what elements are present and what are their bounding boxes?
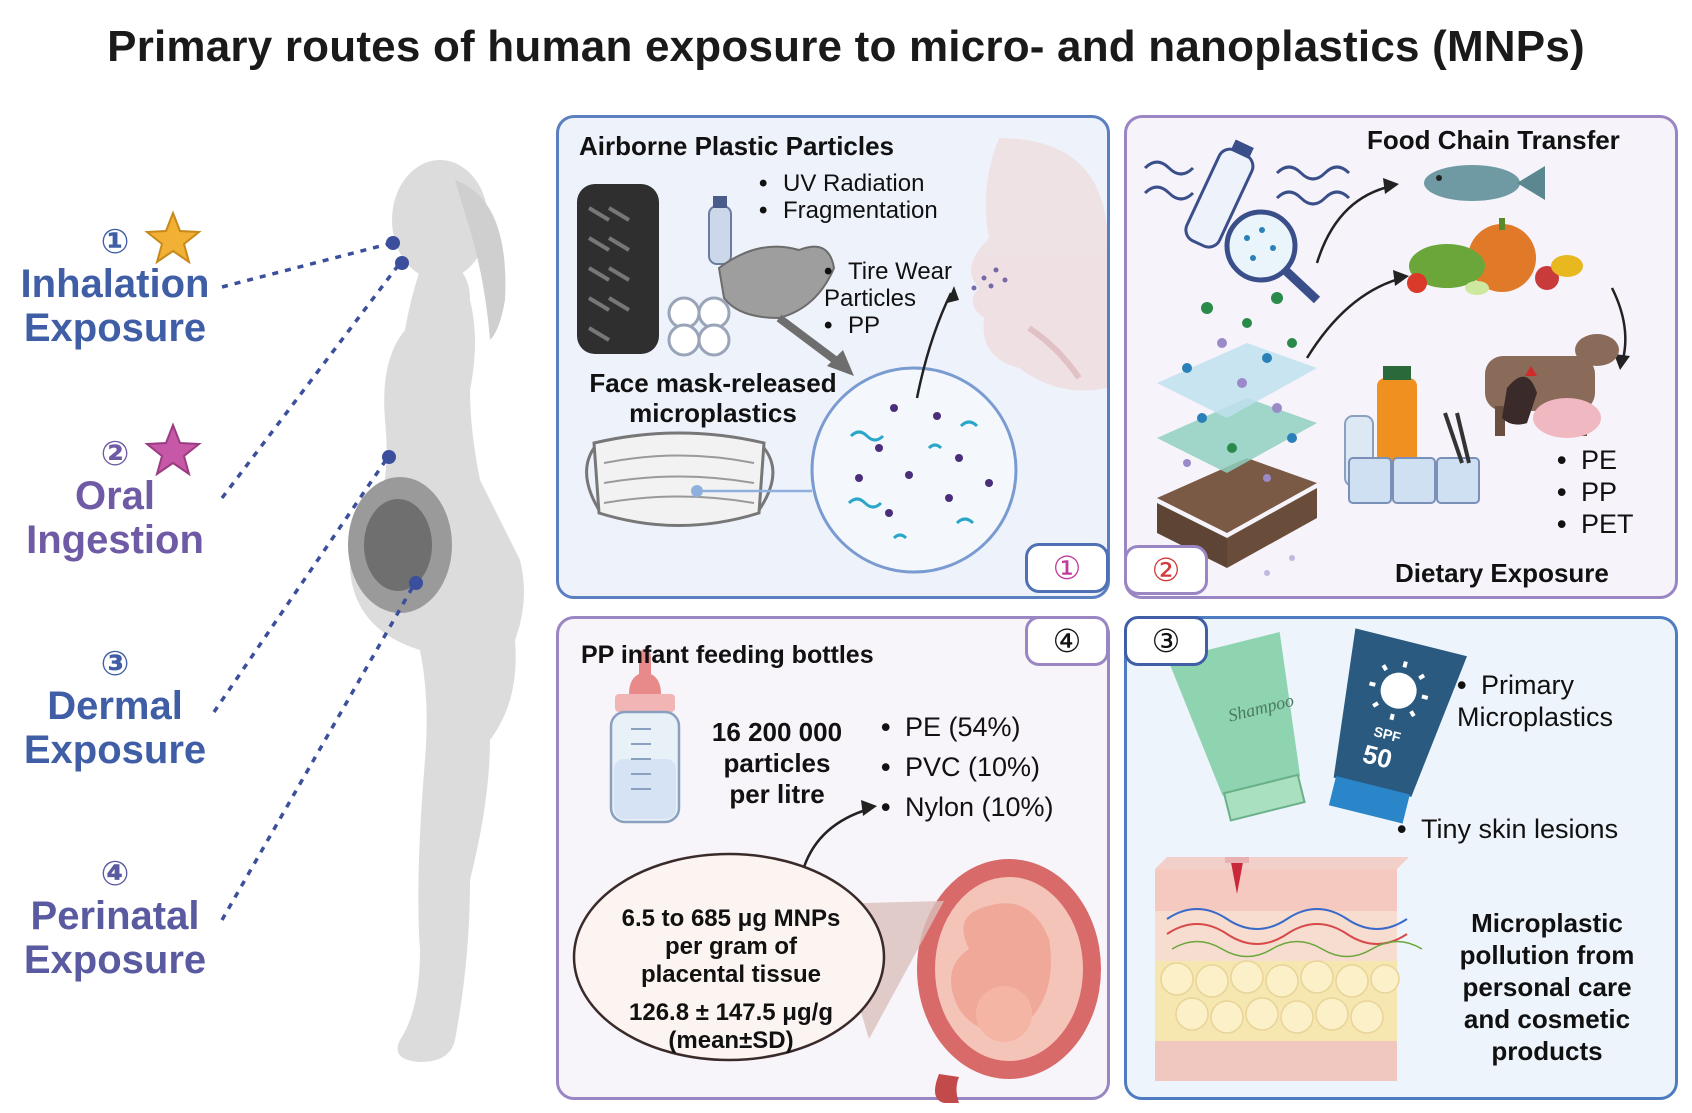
panel-dermal: Shampoo SPF 50 bbox=[1124, 616, 1678, 1100]
airborne-bullets-top: UV Radiation Fragmentation bbox=[759, 170, 938, 224]
baby-bottle-icon bbox=[609, 649, 681, 824]
arrow-icon bbox=[776, 314, 842, 367]
dermal-bullet-lesions: Tiny skin lesions bbox=[1397, 809, 1618, 849]
route-label: Inhalation bbox=[20, 262, 210, 306]
fish-icon bbox=[1424, 165, 1545, 201]
route-label: Dermal bbox=[47, 684, 183, 728]
uterus-fetus-icon bbox=[917, 859, 1101, 1103]
placenta-line: 126.8 ± 147.5 μg/g bbox=[629, 999, 833, 1026]
panel-tag-3: ③ bbox=[1124, 616, 1208, 666]
dietary-exposure-label: Dietary Exposure bbox=[1395, 558, 1609, 588]
mask-label: Face mask-released microplastics bbox=[589, 368, 837, 428]
perinatal-bullets: PE (54%) PVC (10%) Nylon (10%) bbox=[881, 707, 1054, 827]
spf-label: SPF bbox=[1372, 723, 1403, 745]
route-label: Exposure bbox=[23, 306, 207, 350]
bullet-item: UV Radiation bbox=[759, 170, 938, 197]
caption-line: and cosmetic bbox=[1463, 1004, 1631, 1034]
route-oral: ② Oral Ingestion bbox=[10, 434, 220, 562]
magnified-particles-circle bbox=[810, 366, 1018, 574]
placenta-line: per gram of bbox=[664, 933, 798, 960]
particle-dots bbox=[1182, 292, 1297, 576]
packaged-food-icon bbox=[1344, 366, 1480, 504]
caption-line: products bbox=[1491, 1036, 1603, 1066]
count-unit: per litre bbox=[729, 779, 825, 809]
panel-airborne: Airborne Plastic Particles UV Radiation … bbox=[556, 115, 1110, 599]
route-label: Exposure bbox=[23, 938, 207, 982]
route-label: Exposure bbox=[23, 728, 207, 772]
panel-food-chain-title: Food Chain Transfer bbox=[1367, 125, 1620, 155]
bullet-item: PE bbox=[1557, 444, 1634, 476]
route-inhalation: ① Inhalation Exposure bbox=[10, 222, 220, 350]
sunscreen-tube-icon: SPF 50 bbox=[1328, 628, 1467, 824]
panel-dermal-art: Shampoo SPF 50 bbox=[1155, 628, 1467, 1081]
plastic-bag-icon bbox=[717, 245, 836, 320]
bullet-item: PE (54%) bbox=[881, 707, 1054, 747]
route-number: ④ bbox=[100, 855, 130, 893]
route-number: ② bbox=[100, 435, 130, 473]
plastic-bottle-icon bbox=[1184, 139, 1255, 249]
plastic-bottle-icon bbox=[708, 196, 732, 265]
star-icon-oral bbox=[144, 422, 202, 477]
dermal-bullet-primary: Primary Microplastics bbox=[1457, 669, 1667, 733]
shampoo-tube-icon: Shampoo bbox=[1168, 632, 1306, 822]
bullet-item: Tiny skin lesions bbox=[1397, 809, 1618, 849]
panel-tag-4: ④ bbox=[1025, 616, 1109, 666]
route-label: Ingestion bbox=[26, 518, 204, 562]
panel-food-chain: Food Chain Transfer PE PP PET Dietary Ex… bbox=[1124, 115, 1678, 599]
bullet-item: PP bbox=[824, 312, 984, 339]
head-profile-icon bbox=[971, 138, 1107, 391]
bullet-item: PVC (10%) bbox=[881, 747, 1054, 787]
caption-line: personal care bbox=[1462, 972, 1632, 1002]
placenta-callout-oval bbox=[572, 852, 886, 1062]
star-icon-inhalation bbox=[144, 210, 202, 265]
soil-layers-icon bbox=[1157, 343, 1317, 568]
pregnant-woman-silhouette bbox=[350, 160, 524, 1062]
route-dermal: ③ Dermal Exposure bbox=[10, 644, 220, 772]
placenta-line: (mean±SD) bbox=[668, 1027, 794, 1054]
placenta-line: placental tissue bbox=[640, 961, 822, 988]
water-waves-icon bbox=[1143, 160, 1351, 206]
bullet-item: Tire Wear Particles bbox=[824, 258, 984, 312]
vegetables-icon bbox=[1407, 218, 1583, 295]
food-chain-bullets: PE PP PET bbox=[1557, 444, 1634, 540]
livestock-icon bbox=[1485, 334, 1619, 438]
particle-count: 16 200 000 particles per litre bbox=[677, 717, 877, 810]
route-label: Oral bbox=[74, 474, 156, 518]
bullet-item: Nylon (10%) bbox=[881, 787, 1054, 827]
count-value: 16 200 000 bbox=[711, 717, 843, 747]
magnifier-icon bbox=[1224, 209, 1321, 304]
bullet-item: Primary Microplastics bbox=[1457, 669, 1667, 733]
panel-food-chain-art bbox=[1143, 139, 1630, 576]
route-connectors bbox=[212, 241, 417, 921]
placenta-text: 6.5 to 685 μg MNPs per gram of placental… bbox=[581, 905, 881, 1055]
route-label: Perinatal bbox=[30, 894, 200, 938]
caption-line: Microplastic bbox=[1471, 908, 1623, 938]
page-title: Primary routes of human exposure to micr… bbox=[107, 22, 1585, 71]
route-perinatal: ④ Perinatal Exposure bbox=[10, 854, 220, 982]
panel-tag-1: ① bbox=[1025, 543, 1109, 593]
caption-line: pollution from bbox=[1459, 940, 1635, 970]
airborne-bullets-mid: Tire Wear Particles PP bbox=[824, 258, 984, 339]
panel-airborne-title: Airborne Plastic Particles bbox=[579, 131, 895, 161]
dermal-caption: Microplastic pollution from personal car… bbox=[1427, 907, 1667, 1067]
count-unit: particles bbox=[723, 748, 831, 778]
bullet-item: Fragmentation bbox=[759, 197, 938, 224]
spf-value: 50 bbox=[1360, 738, 1395, 774]
panel-tag-2: ② bbox=[1124, 545, 1208, 595]
microbead-cluster-icon bbox=[667, 296, 731, 357]
route-number: ① bbox=[100, 223, 130, 261]
tire-icon bbox=[577, 184, 659, 354]
panel-perinatal: PP infant feeding bottles 16 200 000 par… bbox=[556, 616, 1110, 1103]
route-number: ③ bbox=[100, 645, 130, 683]
skin-cross-section-icon bbox=[1155, 857, 1423, 1081]
panel-airborne-art bbox=[577, 138, 1107, 574]
panel-perinatal-art bbox=[572, 649, 1101, 1103]
panel-perinatal-title: PP infant feeding bottles bbox=[581, 641, 874, 669]
bullet-item: PET bbox=[1557, 508, 1634, 540]
face-mask-icon bbox=[585, 431, 812, 527]
bullet-item: PP bbox=[1557, 476, 1634, 508]
placenta-line: 6.5 to 685 μg MNPs bbox=[621, 905, 841, 932]
